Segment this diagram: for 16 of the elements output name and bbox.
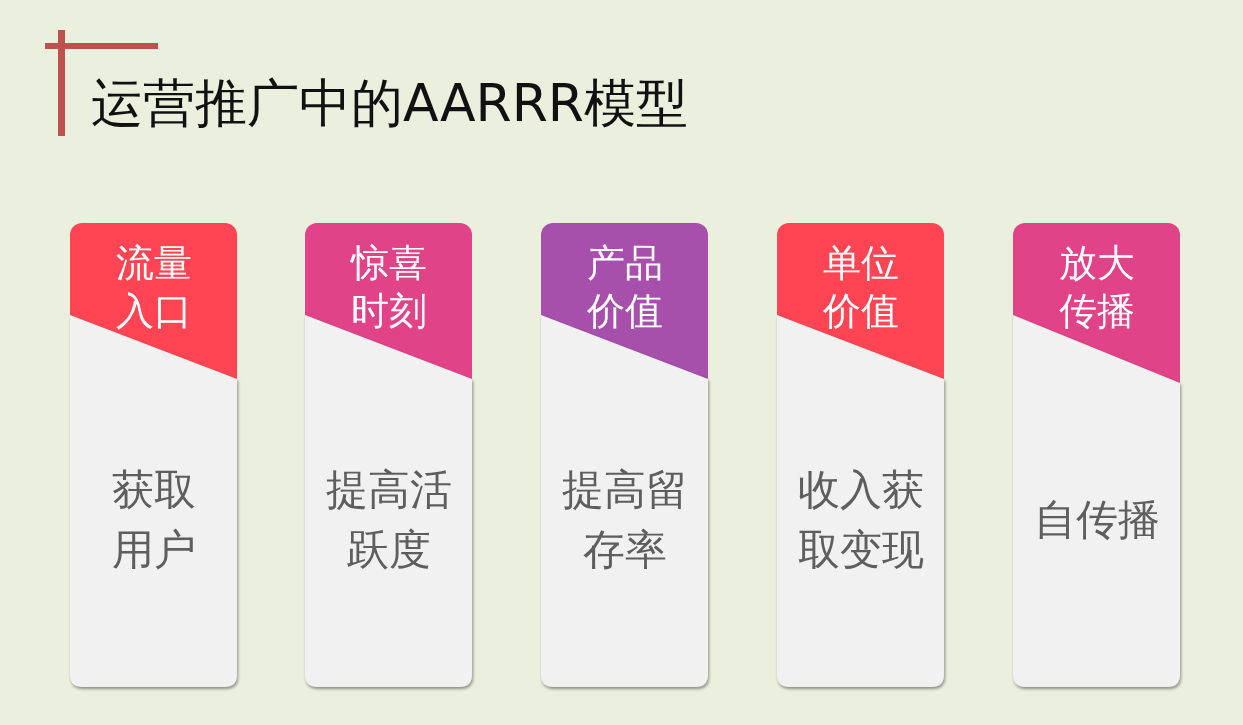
- stage-heading: 惊喜时刻: [349, 240, 428, 335]
- stage-description: 自传播: [1032, 494, 1161, 546]
- stage-description: 收入获取变现: [796, 464, 925, 576]
- stage-card: [1013, 223, 1180, 687]
- diagram-title: 运营推广中的AARRR模型: [91, 73, 688, 133]
- stage-heading: 产品价值: [585, 240, 664, 335]
- stage-card: [541, 223, 708, 687]
- stage-heading: 放大传播: [1057, 240, 1136, 335]
- stage-card: [70, 223, 237, 687]
- stage-description: 提高留存率: [560, 464, 689, 576]
- stage-description: 获取用户: [110, 464, 197, 576]
- stage-card: [305, 223, 472, 687]
- stage-heading: 单位价值: [821, 240, 900, 335]
- stage-heading: 流量入口: [114, 240, 193, 335]
- stage-card: [777, 223, 944, 687]
- stage-description: 提高活跃度: [324, 464, 453, 576]
